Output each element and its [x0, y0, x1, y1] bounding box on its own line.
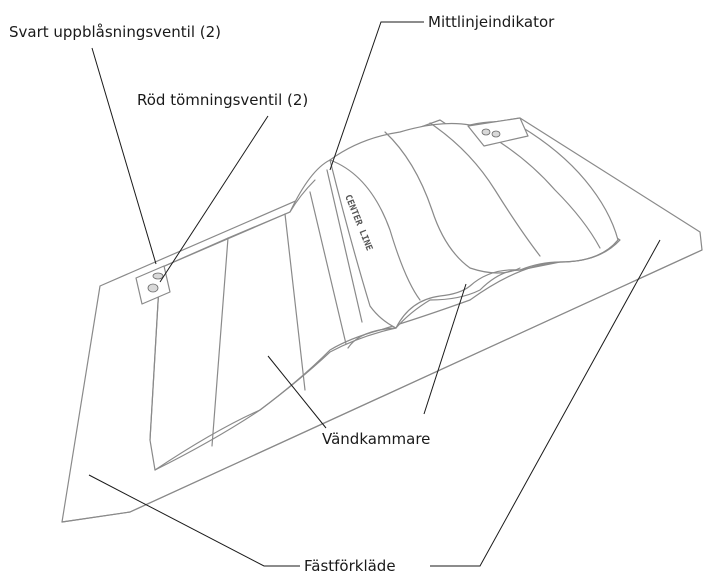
leader-chamber-2: [423, 283, 467, 415]
leader-lines: [88, 21, 661, 567]
leader-black-valve: [91, 47, 157, 265]
leader-centerline: [329, 21, 424, 171]
label-centerline-indicator: Mittlinjeindikator: [428, 13, 555, 31]
leader-apron-1: [88, 474, 300, 567]
leader-chamber-1: [267, 355, 327, 429]
leader-apron-2: [430, 239, 661, 567]
valve-tab-left: [135, 265, 171, 305]
label-turning-chamber: Vändkammare: [322, 430, 431, 448]
label-attachment-apron: Fästförkläde: [304, 557, 396, 575]
leader-red-valve: [159, 115, 269, 283]
valve-tab-right: [467, 117, 529, 147]
red-deflation-valve-icon: [152, 272, 164, 280]
label-black-inflation-valve: Svart uppblåsningsventil (2): [9, 23, 222, 41]
black-inflation-valve-icon: [147, 283, 159, 293]
label-red-deflation-valve: Röd tömningsventil (2): [137, 91, 309, 109]
